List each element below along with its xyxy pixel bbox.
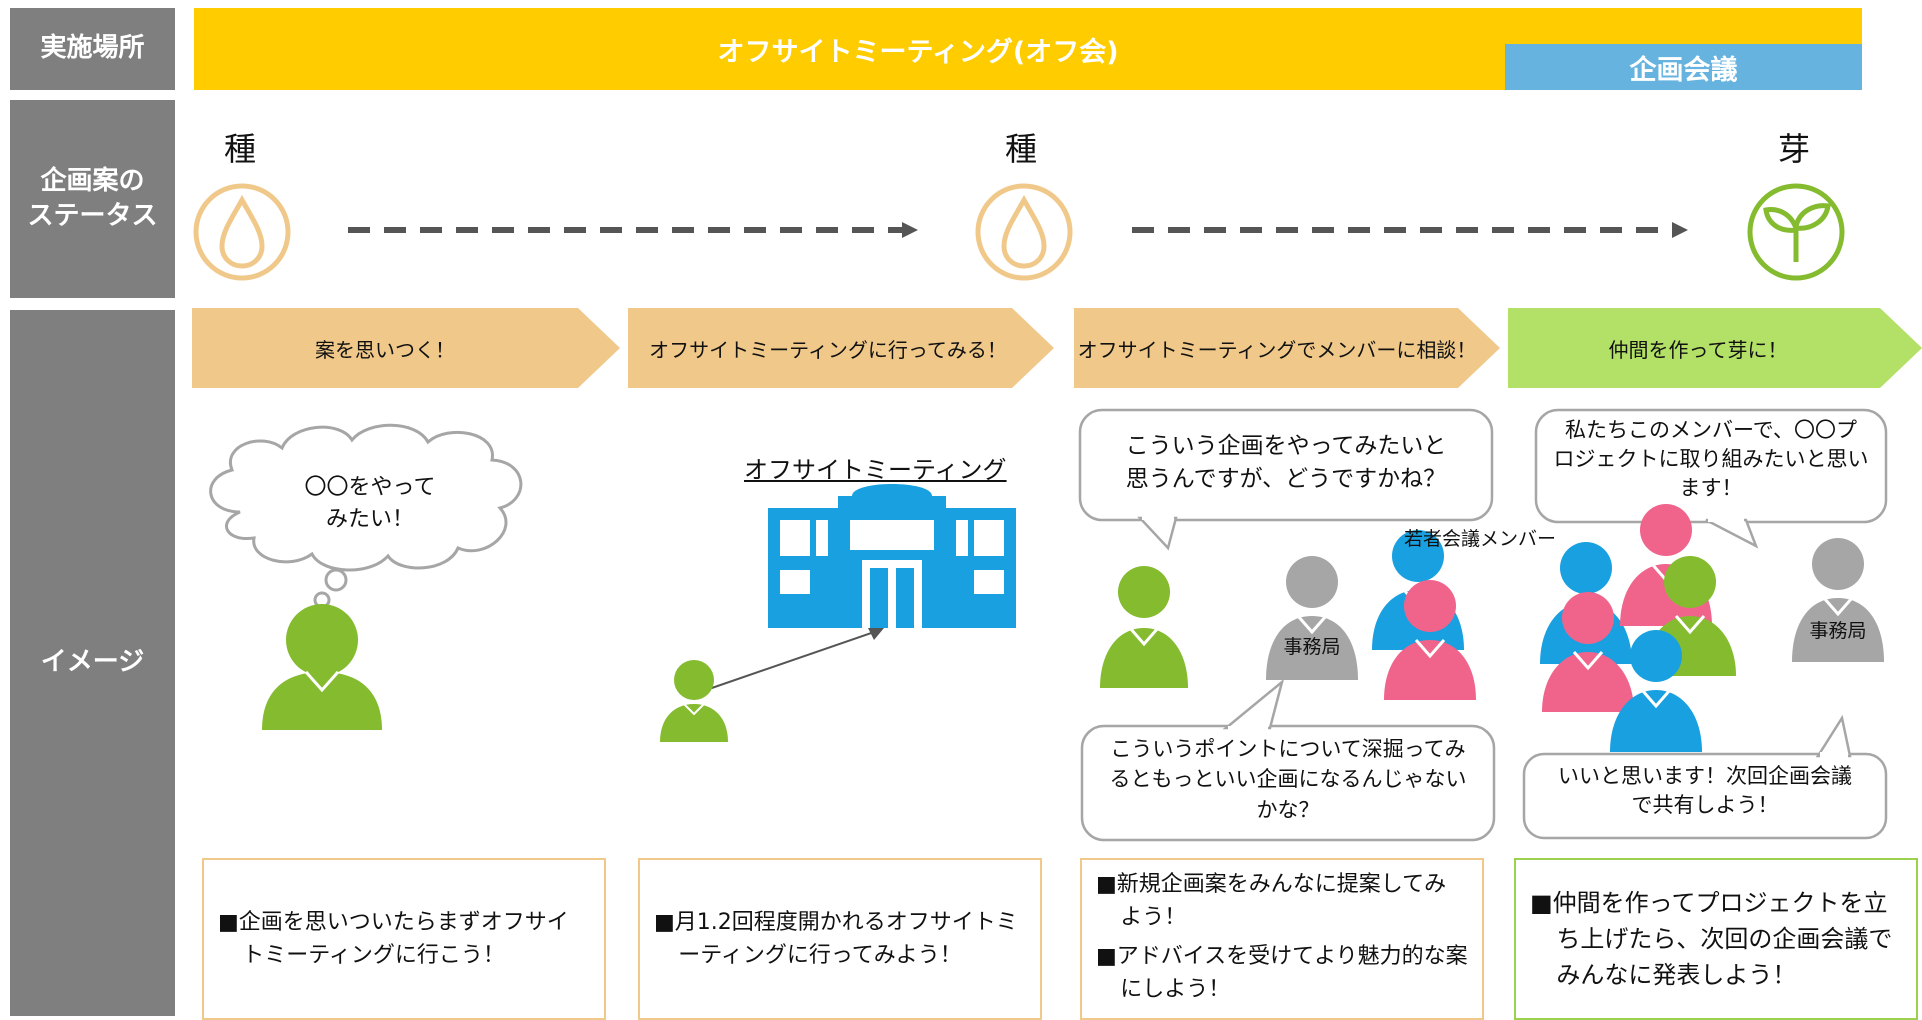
seed-icon: [975, 183, 1073, 281]
progress-arrow-2: [1132, 222, 1688, 238]
row-header-status: 企画案の ステータス: [10, 100, 175, 298]
offsite-meeting-bar-label: オフサイトミーティング(オフ会): [717, 36, 1119, 68]
step-label-2: オフサイトミーティングに行ってみる！: [649, 337, 1007, 362]
person-icon: [1384, 580, 1476, 700]
speech-bubble-advice: [1080, 678, 1496, 842]
thought-cloud-text: 〇〇をやって みたい！: [304, 475, 436, 532]
status-label-seed-2: 種: [1005, 130, 1038, 168]
description-box-4: ■仲間を作ってプロジェクトを立ち上げたら、次回の企画会議でみんなに発表しよう！: [1514, 858, 1918, 1020]
person-icon: [1542, 592, 1634, 712]
description-item: ■月1.2回程度開かれるオフサイトミーティングに行ってみよう！: [654, 910, 1018, 968]
person-icon: [660, 660, 728, 742]
description-box-2: ■月1.2回程度開かれるオフサイトミーティングに行ってみよう！: [638, 858, 1042, 1020]
status-label-sprout: 芽: [1778, 130, 1811, 168]
speech-bubble-share: [1522, 714, 1888, 840]
secretariat-label-2: 事務局: [1809, 620, 1867, 642]
row-header-image-label: イメージ: [40, 647, 145, 678]
planning-meeting-bar-label: 企画会議: [1629, 54, 1738, 86]
thought-cloud: [209, 423, 523, 609]
planning-meeting-bar: 企画会議: [1505, 44, 1862, 90]
step-label-3: オフサイトミーティングでメンバーに相談！: [1077, 337, 1477, 362]
speech-bubble-consult: [1078, 408, 1494, 551]
sprout-icon: [1747, 183, 1845, 281]
secretariat-label-1: 事務局: [1283, 636, 1341, 658]
building-label: オフサイトミーティング: [744, 456, 1007, 484]
person-icon: [1100, 566, 1188, 688]
speech-bubble-share-text: いいと思います！次回企画会議 で共有しよう！: [1558, 764, 1852, 818]
step-chevron-4: [1508, 308, 1922, 388]
description-item: ■企画を思いついたらまずオフサイトミーティングに行こう！: [218, 910, 569, 968]
row-header-place-label: 実施場所: [40, 33, 145, 64]
person-icon: [1610, 630, 1702, 752]
speech-bubble-consult-text: こういう企画をやってみたいと 思うんですが、どうですかね？: [1125, 433, 1447, 493]
members-label: 若者会議メンバー: [1404, 528, 1557, 550]
step-label-1: 案を思いつく！: [315, 337, 455, 362]
speech-bubble-team: [1534, 408, 1888, 549]
step-label-4: 仲間を作って芽に！: [1608, 337, 1788, 362]
speech-bubble-advice-text: こういうポイントについて深掘ってみ るともっといい企画になるんじゃない かな？: [1109, 737, 1467, 822]
building-icon: [768, 484, 1016, 628]
person-icon: [262, 604, 382, 730]
description-item: ■アドバイスを受けてより魅力的な案にしよう！: [1096, 944, 1468, 1002]
row-header-image: イメージ: [10, 310, 175, 1016]
secretariat-person-icon: [1266, 556, 1358, 680]
secretariat-person-icon: [1792, 538, 1884, 662]
progress-arrow-1: [348, 222, 918, 238]
step-chevron-1: [192, 308, 620, 388]
step-chevron-2: [628, 308, 1054, 388]
description-item: ■仲間を作ってプロジェクトを立ち上げたら、次回の企画会議でみんなに発表しよう！: [1530, 889, 1893, 989]
description-box-1: ■企画を思いついたらまずオフサイトミーティングに行こう！: [202, 858, 606, 1020]
speech-bubble-team-text: 私たちこのメンバーで、〇〇プ ロジェクトに取り組みたいと思い ます！: [1553, 418, 1869, 500]
row-header-status-label: 企画案の ステータス: [27, 165, 158, 231]
status-label-seed-1: 種: [224, 130, 257, 168]
step-chevron-3: [1074, 308, 1500, 388]
row-header-place: 実施場所: [10, 8, 175, 90]
seed-icon: [193, 183, 291, 281]
description-item: ■新規企画案をみんなに提案してみよう！: [1096, 872, 1447, 930]
description-box-3: ■新規企画案をみんなに提案してみよう！ ■アドバイスを受けてより魅力的な案にしよ…: [1080, 858, 1484, 1020]
